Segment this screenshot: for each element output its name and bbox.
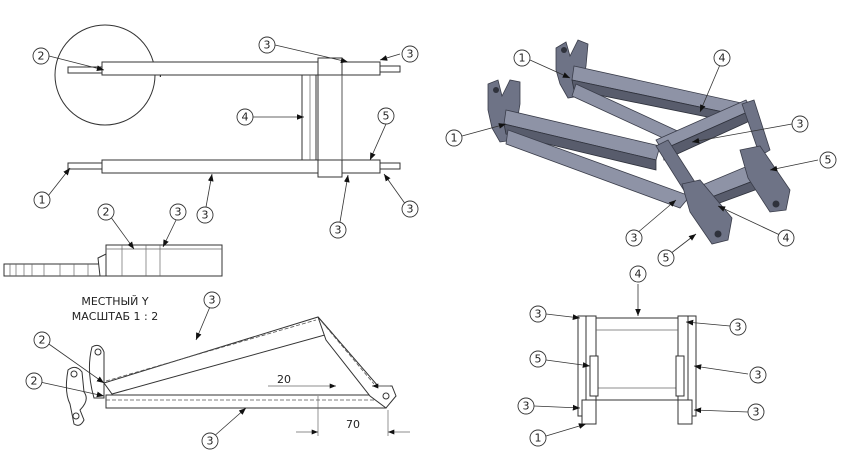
svg-text:5: 5 [663,252,670,265]
svg-text:1: 1 [519,52,526,65]
balloon-iso-6: 3 [625,229,643,247]
svg-text:4: 4 [635,268,642,281]
cross-member [301,74,317,161]
svg-text:2: 2 [38,50,45,63]
svg-text:3: 3 [631,232,638,245]
svg-text:3: 3 [535,308,542,321]
svg-text:1: 1 [39,194,46,207]
balloon-top-3: 3 [401,45,419,63]
balloon-iso-1: 1 [513,49,531,67]
detail-scale: МАСШТАБ 1 : 2 [72,310,158,323]
top-view: Y [54,24,401,178]
svg-text:2: 2 [31,375,38,388]
front-lug [681,179,733,245]
balloon-small-2: 3 [169,203,187,221]
balloon-top-2: 3 [258,36,276,54]
svg-text:1: 1 [451,132,458,145]
balloon-small-1: 2 [97,203,115,221]
balloon-iso-3: 4 [713,49,731,67]
dimension-70: 70 [346,418,360,431]
svg-text:2: 2 [39,334,46,347]
balloon-top-1: 2 [32,47,50,65]
svg-text:3: 3 [735,321,742,334]
balloon-end-6: 3 [517,397,535,415]
balloon-end-5: 3 [749,366,767,384]
balloon-top-9: 3 [401,200,419,218]
balloon-iso-5: 5 [819,151,837,169]
rear-lug [739,145,791,213]
balloon-detail-4: 3 [201,432,219,450]
balloon-detail-3: 2 [25,372,43,390]
upper-beam [101,61,319,76]
balloon-end-7: 3 [747,403,765,421]
end-view [577,315,697,425]
svg-text:5: 5 [535,353,542,366]
balloon-iso-7: 4 [777,229,795,247]
svg-text:1: 1 [535,432,542,445]
bracket-upper [88,344,105,399]
svg-text:3: 3 [797,118,804,131]
svg-text:3: 3 [202,209,209,222]
inclined-beam [103,316,333,395]
svg-text:4: 4 [719,52,726,65]
leaders [39,44,819,439]
svg-text:4: 4 [783,232,790,245]
svg-text:3: 3 [753,406,760,419]
balloon-end-2: 3 [529,305,547,323]
lower-beam-detail [105,394,387,409]
svg-text:3: 3 [264,39,271,52]
balloon-detail-2: 2 [33,331,51,349]
bracket-lower [65,366,87,426]
dimension-20: 20 [277,373,291,386]
balloon-end-4: 5 [529,350,547,368]
balloon-end-3: 3 [729,318,747,336]
svg-text:3: 3 [335,224,342,237]
svg-text:3: 3 [175,206,182,219]
svg-text:4: 4 [242,111,249,124]
balloon-iso-2: 1 [445,129,463,147]
svg-text:3: 3 [407,203,414,216]
balloons: 2 3 3 4 5 1 3 3 3 2 3 3 2 2 3 1 1 4 3 5 … [25,36,837,450]
svg-text:3: 3 [207,435,214,448]
svg-text:3: 3 [209,294,216,307]
balloon-top-6: 1 [33,191,51,209]
side-strip-view [3,244,223,277]
balloon-top-4: 4 [236,108,254,126]
lower-bracket [67,162,103,170]
svg-text:3: 3 [755,369,762,382]
balloon-iso-4: 3 [791,115,809,133]
svg-text:3: 3 [523,400,530,413]
balloon-top-8: 3 [329,221,347,239]
balloon-iso-8: 5 [657,249,675,267]
balloon-end-1: 4 [629,265,647,283]
isometric-view [487,39,791,245]
detail-view: МЕСТНЫЙ Y МАСШТАБ 1 : 2 20 70 [65,295,410,436]
svg-text:5: 5 [383,110,390,123]
lower-beam [101,159,319,174]
balloon-end-8: 1 [529,429,547,447]
detail-title: МЕСТНЫЙ Y [81,295,149,308]
balloon-top-5: 5 [377,107,395,125]
balloon-top-7: 3 [196,206,214,224]
balloon-detail-1: 3 [203,291,221,309]
svg-text:5: 5 [825,154,832,167]
svg-text:2: 2 [103,206,110,219]
svg-text:3: 3 [407,48,414,61]
